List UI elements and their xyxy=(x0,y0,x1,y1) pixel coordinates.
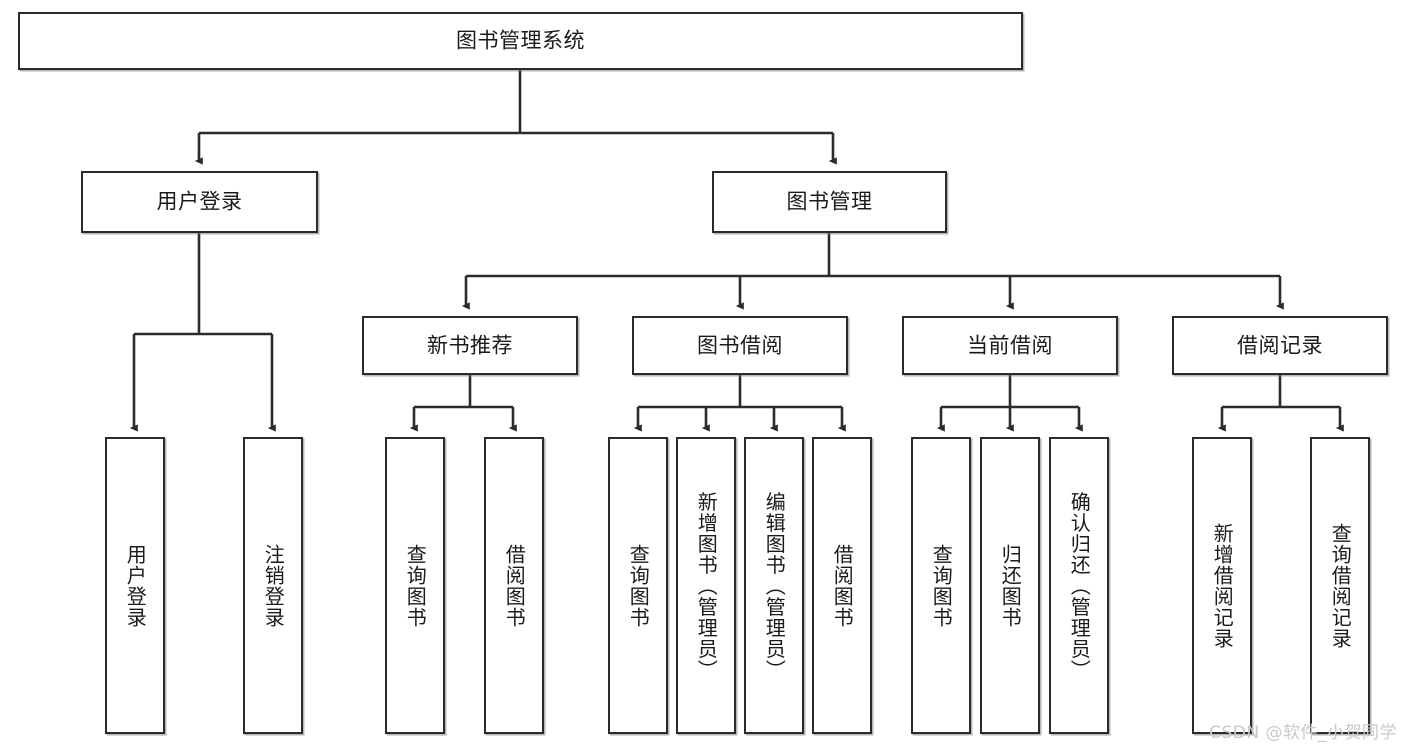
node-label: 编辑图书（管理员） xyxy=(762,491,787,680)
leaf-recommend-query-book[interactable]: 查询图书 xyxy=(385,437,445,734)
node-label: 新增图书（管理员） xyxy=(694,491,719,680)
node-borrow-record[interactable]: 借阅记录 xyxy=(1172,316,1388,375)
leaf-current-query-book[interactable]: 查询图书 xyxy=(911,437,971,734)
node-label: 借阅图书 xyxy=(502,543,527,628)
node-label: 图书借阅 xyxy=(697,332,783,357)
node-label: 归还图书 xyxy=(998,543,1023,628)
node-user-login[interactable]: 用户登录 xyxy=(81,171,318,233)
leaf-borrow-edit-book-admin[interactable]: 编辑图书（管理员） xyxy=(744,437,804,734)
leaf-recommend-borrow-book[interactable]: 借阅图书 xyxy=(484,437,544,734)
node-label: 图书管理 xyxy=(786,189,873,214)
node-label: 查询图书 xyxy=(403,543,428,628)
node-label: 确认归还（管理员） xyxy=(1067,491,1092,680)
node-root-system[interactable]: 图书管理系统 xyxy=(18,12,1023,70)
node-label: 查询图书 xyxy=(626,543,651,628)
node-label: 借阅记录 xyxy=(1237,332,1323,357)
watermark-text: CSDN @软件_小贺同学 xyxy=(1209,723,1397,743)
node-label: 当前借阅 xyxy=(967,332,1053,357)
node-label: 新书推荐 xyxy=(427,332,513,357)
leaf-borrow-add-book-admin[interactable]: 新增图书（管理员） xyxy=(676,437,736,734)
leaf-record-query-record[interactable]: 查询借阅记录 xyxy=(1310,437,1370,734)
node-label: 查询图书 xyxy=(929,543,954,628)
leaf-borrow-query-book[interactable]: 查询图书 xyxy=(608,437,668,734)
node-book-management[interactable]: 图书管理 xyxy=(712,171,947,233)
node-label: 图书管理系统 xyxy=(456,28,585,53)
leaf-current-return-book[interactable]: 归还图书 xyxy=(980,437,1040,734)
leaf-record-add-record[interactable]: 新增借阅记录 xyxy=(1192,437,1252,734)
leaf-borrow-borrow-book[interactable]: 借阅图书 xyxy=(812,437,872,734)
leaf-user-login-signin[interactable]: 用户登录 xyxy=(105,437,165,734)
node-label: 用户登录 xyxy=(156,189,243,214)
node-book-borrow[interactable]: 图书借阅 xyxy=(632,316,848,375)
node-current-borrow[interactable]: 当前借阅 xyxy=(902,316,1118,375)
node-label: 借阅图书 xyxy=(830,543,855,628)
leaf-user-login-signout[interactable]: 注销登录 xyxy=(243,437,303,734)
node-label: 新增借阅记录 xyxy=(1210,522,1235,649)
node-label: 查询借阅记录 xyxy=(1328,522,1353,649)
leaf-current-confirm-return-admin[interactable]: 确认归还（管理员） xyxy=(1049,437,1109,734)
node-label: 注销登录 xyxy=(261,543,286,628)
node-new-book-recommend[interactable]: 新书推荐 xyxy=(362,316,578,375)
node-label: 用户登录 xyxy=(123,543,148,628)
